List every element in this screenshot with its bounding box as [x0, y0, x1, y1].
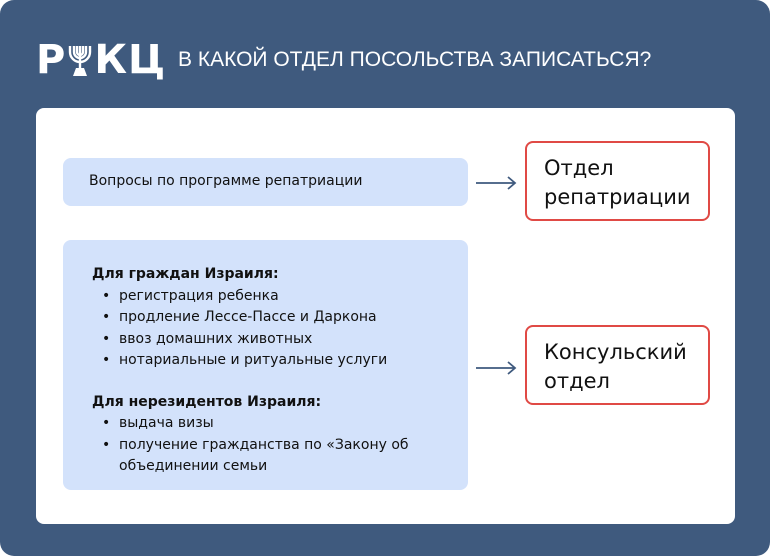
arrow-right-icon [476, 361, 517, 375]
repatriation-department-box: Отдел репатриации [525, 141, 710, 221]
group-heading: Для нерезидентов Израиля: [92, 393, 322, 410]
consular-department-box: Консульский отдел [525, 325, 710, 405]
logo-letter: Р [36, 37, 67, 83]
logo: Р КЦ [36, 40, 166, 80]
group-heading: Для граждан Израиля: [92, 266, 279, 282]
list-item: получение гражданства по «Закону об объе… [102, 435, 412, 478]
service-list: выдача визы получение гражданства по «За… [92, 413, 468, 478]
list-item: продление Лессе-Пассе и Даркона [102, 307, 468, 329]
repatriation-questions-box: Вопросы по программе репатриации [63, 158, 468, 206]
page-title: В КАКОЙ ОТДЕЛ ПОСОЛЬСТВА ЗАПИСАТЬСЯ? [178, 48, 652, 71]
list-item: ввоз домашних животных [102, 329, 468, 351]
list-item: нотариальные и ритуальные услуги [102, 350, 468, 372]
logo-letters: КЦ [94, 37, 167, 83]
list-item: выдача визы [102, 413, 468, 435]
service-list: регистрация ребенка продление Лессе-Пасс… [92, 286, 468, 372]
department-line: репатриации [544, 185, 691, 209]
consular-services-box: Для граждан Израиля: регистрация ребенка… [63, 240, 468, 490]
menorah-icon [69, 46, 92, 76]
list-item: регистрация ребенка [102, 286, 468, 308]
department-line: отдел [544, 369, 610, 393]
department-line: Консульский [544, 340, 687, 364]
arrow-right-icon [476, 176, 517, 190]
content-card: Вопросы по программе репатриации Отдел р… [36, 108, 735, 524]
department-line: Отдел [544, 156, 614, 180]
